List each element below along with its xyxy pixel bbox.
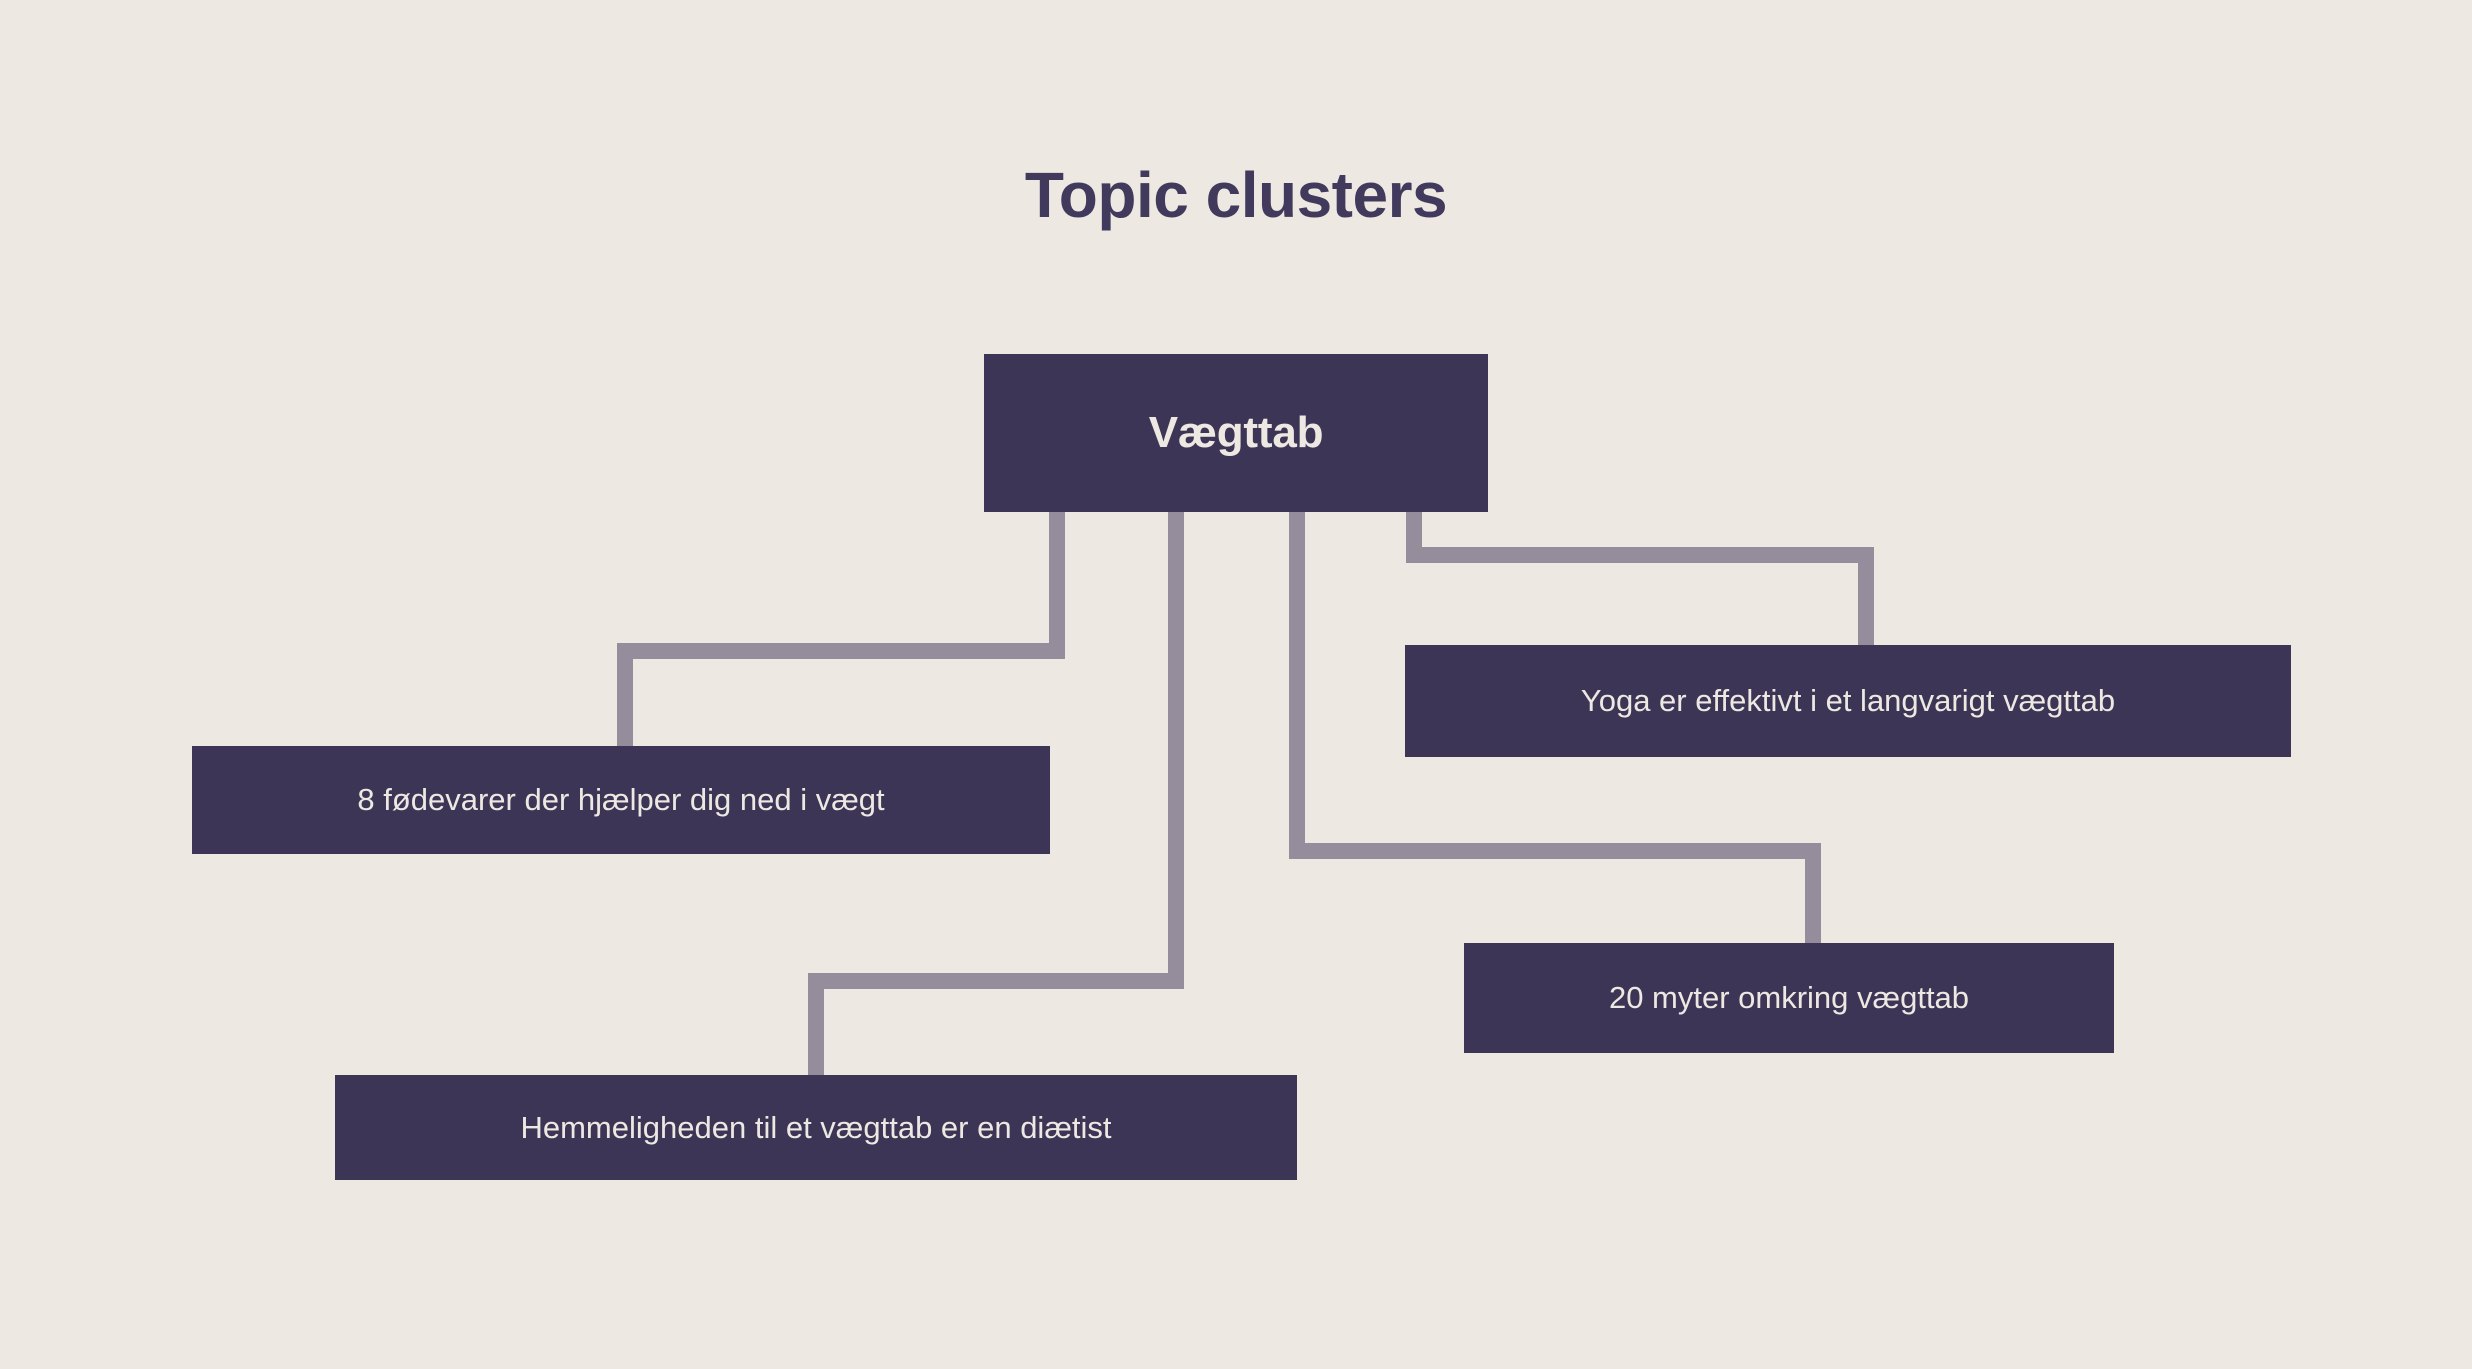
connector-root-to-yoga-horizontal <box>1406 547 1874 563</box>
connector-root-to-secret-drop <box>808 973 824 1083</box>
node-child-yoga-label: Yoga er effektivt i et langvarigt vægtta… <box>1580 683 2116 719</box>
connector-root-to-secret-horizontal <box>808 973 1184 989</box>
connector-root-to-foods-horizontal <box>617 643 1065 659</box>
node-child-myths-label: 20 myter omkring vægttab <box>1608 980 1970 1016</box>
node-child-myths[interactable]: 20 myter omkring vægttab <box>1464 943 2114 1053</box>
node-child-secret[interactable]: Hemmeligheden til et vægttab er en diæti… <box>335 1075 1297 1180</box>
connector-root-to-foods-stem <box>1049 512 1065 659</box>
connector-root-to-myths-drop <box>1805 843 1821 953</box>
node-root-label: Vægttab <box>1148 407 1324 457</box>
node-child-secret-label: Hemmeligheden til et vægttab er en diæti… <box>520 1109 1112 1145</box>
connector-root-to-myths-horizontal <box>1289 843 1821 859</box>
connector-root-to-secret-stem <box>1168 512 1184 989</box>
connector-root-to-foods-drop <box>617 643 633 753</box>
node-child-foods-label: 8 fødevarer der hjælper dig ned i vægt <box>357 782 885 818</box>
connector-root-to-myths-stem <box>1289 512 1305 859</box>
node-child-yoga[interactable]: Yoga er effektivt i et langvarigt vægtta… <box>1405 645 2291 757</box>
page-title: Topic clusters <box>1024 159 1448 231</box>
node-child-foods[interactable]: 8 fødevarer der hjælper dig ned i vægt <box>192 746 1050 854</box>
connector-root-to-yoga-drop <box>1858 547 1874 655</box>
node-root-vaegttab[interactable]: Vægttab <box>984 354 1488 512</box>
